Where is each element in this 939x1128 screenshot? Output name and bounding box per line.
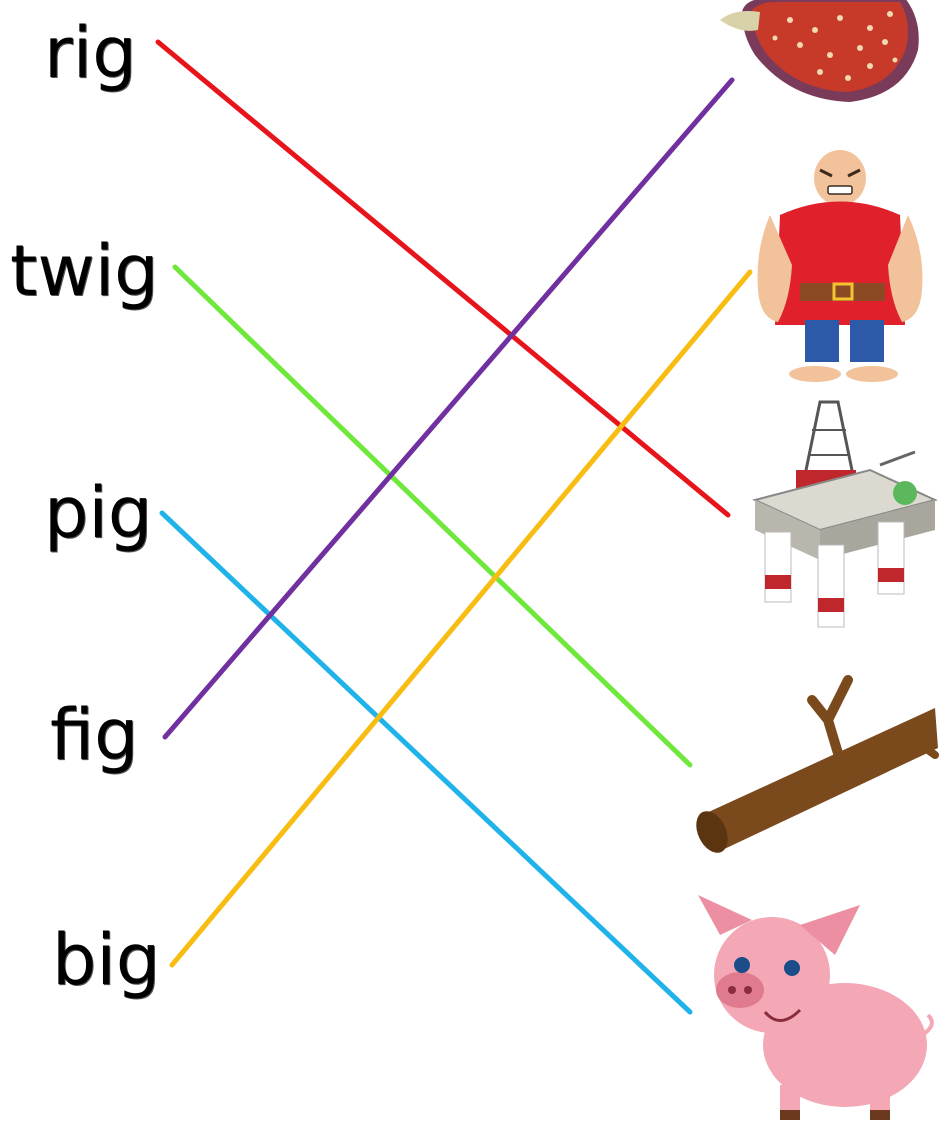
word-big: big: [52, 919, 161, 1001]
oil-rig-picture: [752, 400, 938, 628]
word-rig: rig: [44, 12, 137, 94]
word-fig: fig: [50, 694, 139, 776]
fig-slice-picture: [720, 0, 919, 102]
word-pig: pig: [44, 472, 153, 554]
line-pig-to-pig: [159, 510, 693, 1015]
big-man-picture: [757, 150, 923, 382]
line-big-to-big-man: [169, 269, 753, 968]
line-rig-to-oil-rig: [155, 39, 731, 518]
word-twig: twig: [10, 230, 159, 312]
line-twig-to-twig: [172, 264, 693, 768]
line-fig-to-fig-slice: [162, 77, 735, 740]
pig-picture: [698, 895, 934, 1120]
twig-picture: [696, 675, 939, 853]
